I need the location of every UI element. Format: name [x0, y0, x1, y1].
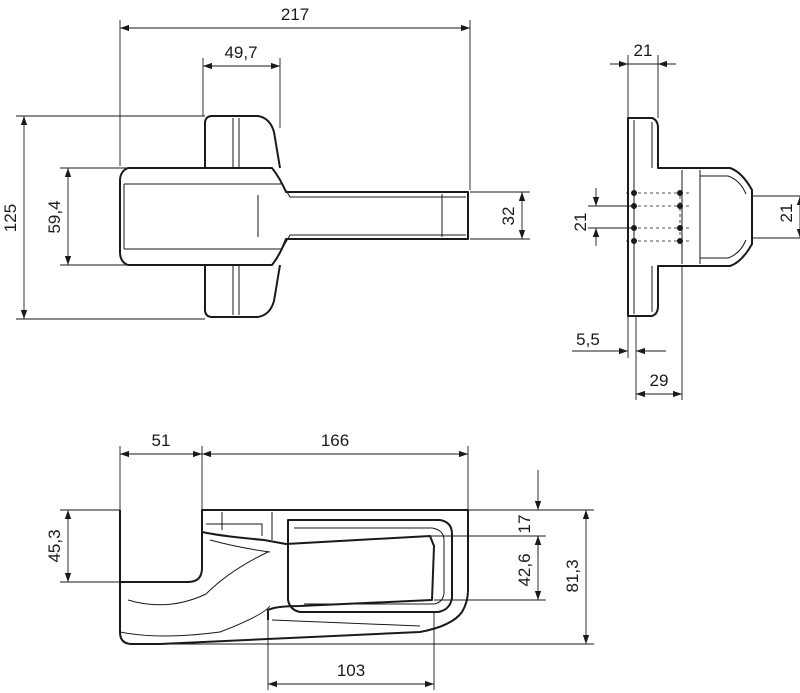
top-hub-upper [204, 115, 281, 169]
side-flange [627, 117, 753, 317]
dim-top-overall-length: 217 [281, 5, 309, 24]
front-lever-top [201, 531, 435, 620]
dim-side-left-spacing: 21 [571, 213, 590, 232]
dim-front-overall-height: 81,3 [563, 559, 582, 592]
dim-front-lever-length: 166 [321, 431, 349, 450]
dim-front-grip-length: 103 [337, 661, 365, 680]
dim-top-hub-width: 49,7 [224, 43, 257, 62]
side-hole-pattern [626, 190, 690, 244]
top-view: 217 49,7 125 59,4 32 [1, 5, 530, 320]
dim-top-lever-span: 59,4 [45, 200, 64, 233]
dim-side-right-spacing: 21 [777, 204, 796, 223]
front-view: 51 166 45,3 17 42,6 81,3 103 [45, 431, 594, 690]
dim-side-depth: 29 [650, 371, 669, 390]
dim-side-offset: 5,5 [576, 330, 600, 349]
side-view: 21 21 21 5,5 29 [571, 41, 800, 400]
dim-top-lever-thickness: 32 [499, 207, 518, 226]
top-hub-lower [204, 264, 281, 318]
front-body [119, 509, 469, 645]
dim-front-top-offset: 17 [515, 515, 534, 534]
dim-front-base-height: 45,3 [45, 529, 64, 562]
front-grip [287, 519, 453, 613]
dim-front-grip-height: 42,6 [515, 553, 534, 586]
dim-front-base-width: 51 [152, 431, 171, 450]
dim-side-flange-width: 21 [634, 41, 653, 60]
dim-top-overall-height: 125 [1, 204, 20, 232]
top-lever [119, 167, 469, 266]
